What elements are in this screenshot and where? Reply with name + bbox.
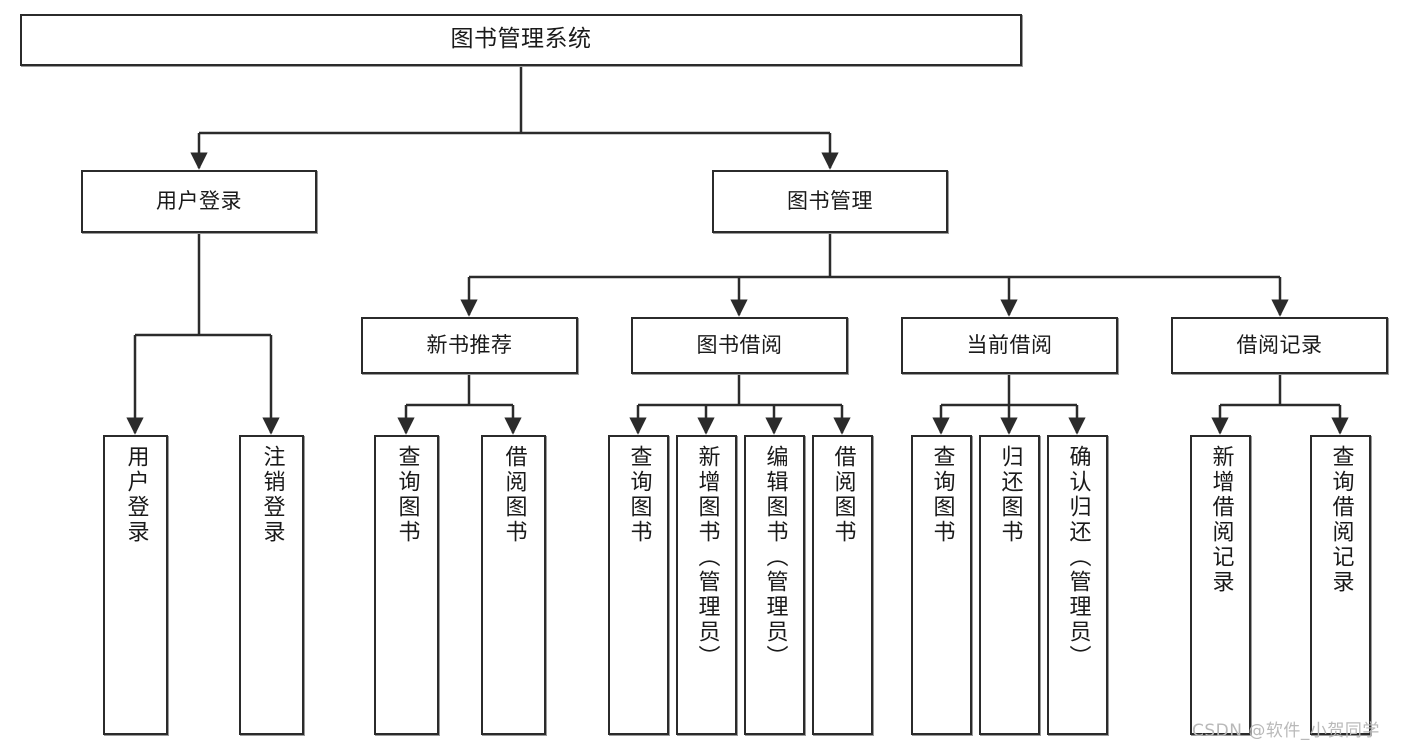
node-new-book-recommend[interactable]: 新书推荐 xyxy=(361,317,578,374)
node-leaf-borrow-book-2-label: 借阅图书 xyxy=(830,445,856,545)
node-leaf-user-logout-label: 注销登录 xyxy=(259,445,285,545)
node-leaf-borrow-book-2[interactable]: 借阅图书 xyxy=(812,435,873,735)
node-leaf-query-book-3[interactable]: 查询图书 xyxy=(911,435,972,735)
node-leaf-add-record-label: 新增借阅记录 xyxy=(1208,445,1234,595)
node-leaf-add-book-label: 新增图书（管理员） xyxy=(694,445,720,670)
node-leaf-borrow-book-1-label: 借阅图书 xyxy=(501,445,527,545)
node-leaf-edit-book-label: 编辑图书（管理员） xyxy=(762,445,788,670)
node-leaf-query-book-1[interactable]: 查询图书 xyxy=(374,435,439,735)
node-book-borrow[interactable]: 图书借阅 xyxy=(631,317,848,374)
node-leaf-return-book-label: 归还图书 xyxy=(997,445,1023,545)
node-leaf-query-book-3-label: 查询图书 xyxy=(929,445,955,545)
node-leaf-edit-book[interactable]: 编辑图书（管理员） xyxy=(744,435,805,735)
node-leaf-user-logout[interactable]: 注销登录 xyxy=(239,435,304,735)
node-borrow-record[interactable]: 借阅记录 xyxy=(1171,317,1388,374)
node-leaf-confirm-return[interactable]: 确认归还（管理员） xyxy=(1047,435,1108,735)
node-leaf-query-book-2[interactable]: 查询图书 xyxy=(608,435,669,735)
node-root[interactable]: 图书管理系统 xyxy=(20,14,1022,66)
node-current-borrow[interactable]: 当前借阅 xyxy=(901,317,1118,374)
node-leaf-query-record[interactable]: 查询借阅记录 xyxy=(1310,435,1371,735)
node-leaf-add-book[interactable]: 新增图书（管理员） xyxy=(676,435,737,735)
node-book-management-label: 图书管理 xyxy=(787,189,873,214)
node-user-login[interactable]: 用户登录 xyxy=(81,170,317,233)
node-leaf-add-record[interactable]: 新增借阅记录 xyxy=(1190,435,1251,735)
node-leaf-borrow-book-1[interactable]: 借阅图书 xyxy=(481,435,546,735)
node-current-borrow-label: 当前借阅 xyxy=(966,333,1053,358)
node-new-book-recommend-label: 新书推荐 xyxy=(426,333,513,358)
node-leaf-return-book[interactable]: 归还图书 xyxy=(979,435,1040,735)
node-book-management[interactable]: 图书管理 xyxy=(712,170,948,233)
node-leaf-query-record-label: 查询借阅记录 xyxy=(1328,445,1354,595)
node-root-label: 图书管理系统 xyxy=(450,26,592,53)
csdn-watermark: CSDN @软件_小贺同学 xyxy=(1192,721,1380,741)
node-leaf-query-book-1-label: 查询图书 xyxy=(394,445,420,545)
node-leaf-query-book-2-label: 查询图书 xyxy=(626,445,652,545)
node-borrow-record-label: 借阅记录 xyxy=(1236,333,1323,358)
node-leaf-confirm-return-label: 确认归还（管理员） xyxy=(1065,445,1091,670)
node-user-login-label: 用户登录 xyxy=(156,189,242,214)
node-book-borrow-label: 图书借阅 xyxy=(696,333,783,358)
node-leaf-user-login[interactable]: 用户登录 xyxy=(103,435,168,735)
node-leaf-user-login-label: 用户登录 xyxy=(123,445,149,545)
